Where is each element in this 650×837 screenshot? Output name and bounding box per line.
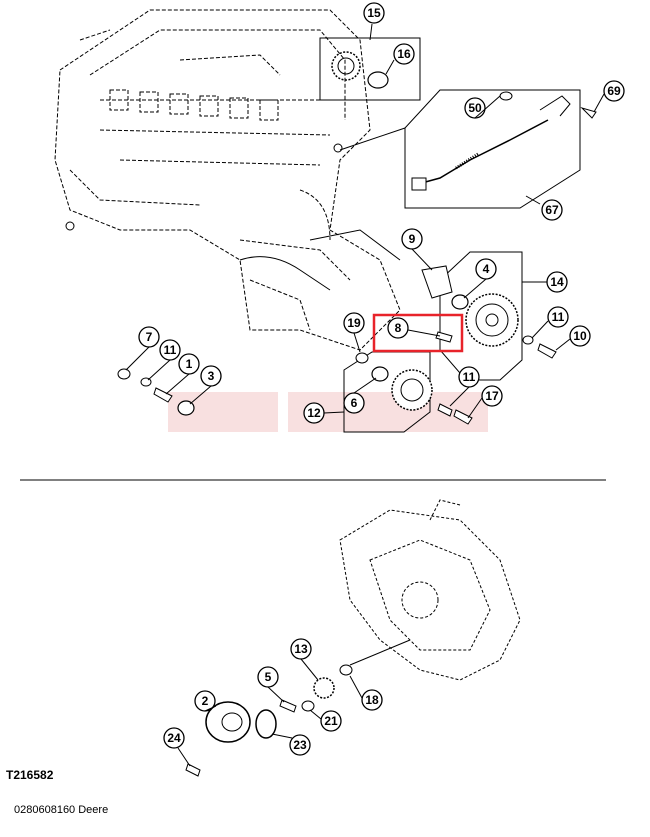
o-ring-50-icon	[499, 91, 513, 101]
svg-text:16: 16	[397, 47, 411, 61]
callout-12: 12	[303, 402, 325, 424]
svg-text:19: 19	[347, 316, 361, 330]
bolt-5-icon	[279, 699, 297, 713]
callout-14: 14	[546, 271, 568, 293]
callout-11-right: 11	[547, 306, 569, 328]
washer-21-icon	[301, 700, 315, 712]
svg-text:67: 67	[545, 203, 559, 217]
svg-text:8: 8	[395, 321, 402, 335]
watermark	[168, 392, 488, 432]
svg-text:17: 17	[485, 389, 499, 403]
svg-text:13: 13	[294, 642, 308, 656]
bushing-4-icon	[451, 294, 469, 310]
engine-block	[54, 9, 401, 351]
svg-text:24: 24	[167, 731, 181, 745]
callout-8: 8	[387, 317, 409, 339]
plug-7-icon	[117, 368, 131, 380]
gear-15-icon	[331, 51, 361, 81]
callout-10: 10	[569, 325, 591, 347]
callout-23: 23	[289, 734, 311, 756]
shaft-9-icon	[421, 265, 453, 299]
callout-18: 18	[361, 689, 383, 711]
svg-text:11: 11	[164, 343, 177, 357]
screw-24-icon	[185, 763, 201, 777]
seal-3-icon	[177, 400, 195, 416]
svg-text:7: 7	[146, 330, 153, 344]
callout-4: 4	[475, 258, 497, 280]
figure-code: T216582	[6, 768, 54, 782]
callout-24: 24	[163, 727, 185, 749]
part-15-group	[319, 23, 421, 101]
callout-13: 13	[290, 638, 312, 660]
svg-text:6: 6	[351, 396, 358, 410]
svg-text:14: 14	[550, 275, 564, 289]
svg-text:10: 10	[573, 329, 587, 343]
leader-lines	[125, 93, 605, 767]
svg-text:12: 12	[307, 406, 321, 420]
engine-block-detail	[65, 143, 401, 291]
callout-3: 3	[200, 365, 222, 387]
svg-text:18: 18	[365, 693, 379, 707]
bushing-6-icon	[371, 366, 389, 382]
callout-2: 2	[194, 690, 216, 712]
callout-11-left: 11	[159, 339, 181, 361]
callout-17: 17	[481, 385, 503, 407]
part-reference: 0280608160 Deere	[14, 804, 109, 816]
callout-11-mid: 11	[458, 366, 480, 388]
bolt-8-icon	[435, 331, 453, 343]
callout-9: 9	[401, 228, 423, 250]
callout-7: 7	[138, 326, 160, 348]
lower-parts-group	[185, 639, 411, 777]
callout-1: 1	[178, 353, 200, 375]
sensor-67-icon	[539, 95, 571, 117]
gear-13-icon	[313, 677, 335, 699]
callout-21: 21	[320, 710, 342, 732]
svg-text:15: 15	[367, 6, 381, 20]
washer-11-icon	[522, 335, 534, 345]
gear-12-icon	[391, 369, 433, 411]
washer-11b-icon	[140, 377, 152, 387]
callout-5: 5	[257, 666, 279, 688]
svg-text:50: 50	[468, 101, 482, 115]
screw-10-icon	[537, 343, 557, 359]
idler-gear-group	[343, 251, 557, 433]
svg-text:4: 4	[483, 262, 490, 276]
o-ring-23-icon	[255, 709, 277, 739]
part-67-group	[339, 89, 597, 209]
plug-19-icon	[355, 352, 369, 364]
callout-15: 15	[363, 2, 385, 24]
svg-text:9: 9	[409, 232, 416, 246]
sensor-cable-icon	[417, 119, 549, 185]
highlight-box-8	[372, 313, 464, 353]
screw-69-icon	[580, 106, 597, 119]
svg-text:5: 5	[265, 670, 272, 684]
svg-text:1: 1	[186, 357, 193, 371]
bushing-18-icon	[339, 664, 353, 676]
svg-text:21: 21	[324, 714, 338, 728]
svg-text:69: 69	[607, 84, 621, 98]
gear-14-icon	[465, 293, 519, 347]
svg-text:23: 23	[293, 738, 307, 752]
callout-69: 69	[603, 80, 625, 102]
bushing-16-icon	[367, 71, 389, 89]
svg-text:3: 3	[208, 369, 215, 383]
flywheel-housing	[339, 499, 521, 681]
callout-19: 19	[343, 312, 365, 334]
callout-16: 16	[393, 43, 415, 65]
screw-1-icon	[153, 387, 173, 403]
cover-2-icon	[205, 701, 251, 743]
svg-text:11: 11	[463, 370, 476, 384]
callout-6: 6	[343, 392, 365, 414]
callout-67: 67	[541, 199, 563, 221]
svg-text:11: 11	[552, 310, 565, 324]
screw-17-icon	[453, 409, 473, 425]
svg-text:2: 2	[202, 694, 209, 708]
callout-50: 50	[464, 97, 486, 119]
